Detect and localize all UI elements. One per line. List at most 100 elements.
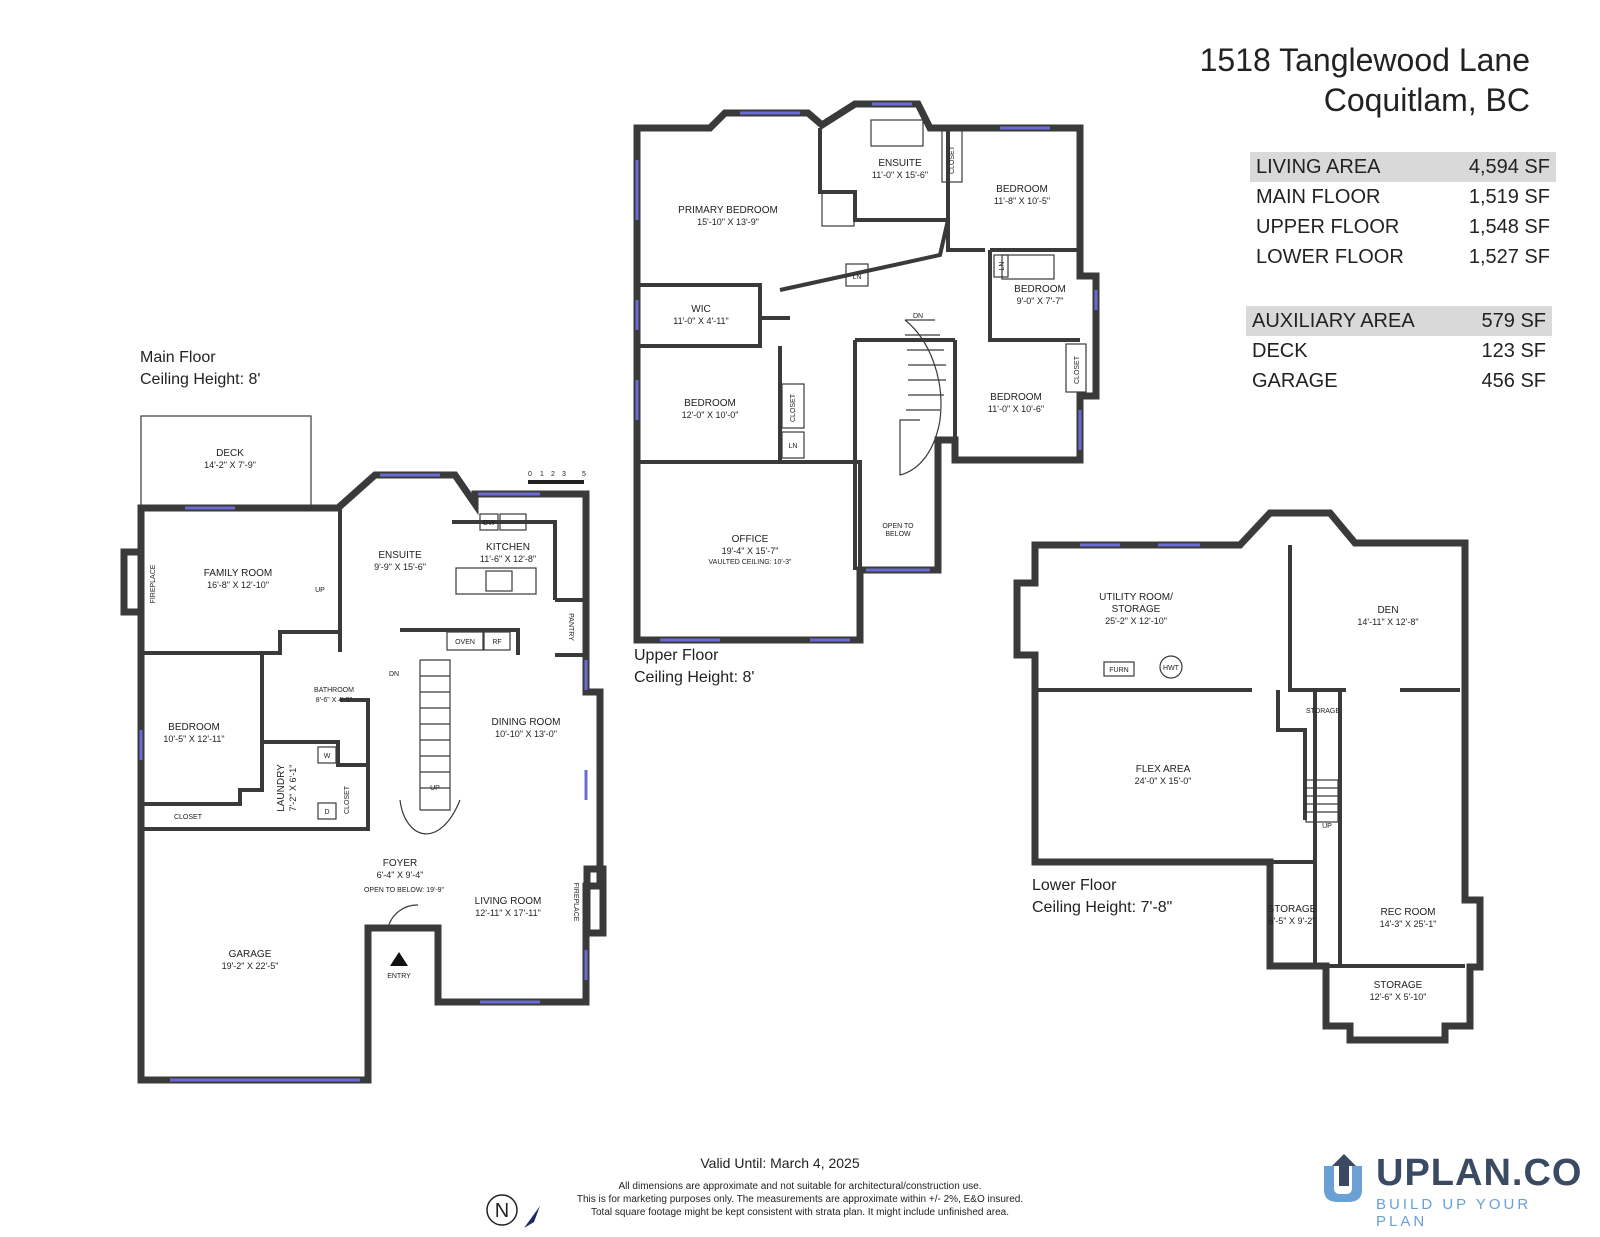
kitchen-island [455, 567, 537, 595]
main-floor-title: Main Floor [140, 349, 216, 366]
uplan-logo-icon [1324, 1154, 1362, 1202]
deck-label: DECK [216, 448, 244, 459]
entry-arrow-icon [390, 952, 408, 966]
main-closet-label: CLOSET [174, 814, 203, 821]
upper-ln-box [845, 263, 869, 287]
lower-floor-ceiling: Ceiling Height: 7'-8" [1032, 899, 1172, 916]
dining-room-label: DINING ROOM [492, 717, 561, 728]
oven-label: OVEN [455, 639, 475, 646]
upper-floor-area-row: UPPER FLOOR 1,548 SF [1256, 216, 1550, 238]
auxiliary-area-header: AUXILIARY AREA 579 SF [1246, 306, 1552, 336]
svg-text:2: 2 [551, 471, 555, 478]
stair-storage-label: STORAGE [1306, 708, 1340, 715]
svg-text:0: 0 [528, 471, 532, 478]
main-bedroom-dim: 10'-5" X 12'-11" [163, 734, 224, 744]
main-dn-label: DN [389, 671, 399, 678]
lower-floor-exterior-wall [1013, 509, 1484, 1044]
lower-floor-plan: Lower Floor Ceiling Height: 7'-8" UTILIT… [1013, 509, 1484, 1044]
address-line2: Coquitlam, BC [1323, 82, 1530, 118]
oven-box [446, 631, 484, 651]
bed4-closet-box [1065, 343, 1087, 393]
open-to-label: OPEN TO [882, 523, 914, 530]
main-interior-walls [141, 508, 586, 831]
washer-label: W [324, 753, 331, 760]
upper-bath-ln-label: LN [999, 262, 1006, 271]
foyer-dim: 6'-4" X 9'-4" [377, 870, 424, 880]
svg-text:N: N [495, 1200, 509, 1222]
upper-ensuite-shower [821, 191, 855, 227]
bathroom-label: BATHROOM [314, 687, 354, 694]
living-area-table: LIVING AREA 4,594 SF MAIN FLOOR 1,519 SF… [1250, 152, 1556, 272]
family-fireplace-label: FIREPLACE [150, 564, 157, 603]
lower-interior-walls [1035, 545, 1465, 968]
water-heater-icon [1159, 655, 1183, 679]
bathroom-dim: 8'-6" X 4'-5" [316, 697, 353, 704]
family-room-label: FAMILY ROOM [204, 568, 273, 579]
bed4-closet-label: CLOSET [1074, 355, 1081, 384]
ensuite-closet-label: CLOSET [949, 145, 956, 174]
furnace-label: FURN [1109, 667, 1128, 674]
uplan-logo: UPLAN.CO BUILD UP YOUR PLAN [1318, 1152, 1581, 1230]
upper-bedroom4-label: BEDROOM [990, 392, 1042, 403]
office-label: OFFICE [732, 534, 769, 545]
kitchen-dim: 11'-6" X 12'-8" [480, 554, 536, 564]
family-fireplace [120, 548, 145, 616]
dishwasher-label: DW [483, 520, 495, 527]
lower-floor-title: Lower Floor [1032, 877, 1117, 894]
living-fireplace-label: FIREPLACE [572, 883, 579, 922]
upper-bedroom3-dim: 12'-0" X 10'-0" [682, 410, 739, 420]
address-line1: 1518 Tanglewood Lane [1199, 42, 1530, 78]
kitchen-label: KITCHEN [486, 542, 530, 553]
upper-bedroom1-dim: 11'-8" X 10'-5" [994, 196, 1050, 206]
upper-bedroom4-dim: 11'-0" X 10'-6" [988, 404, 1044, 414]
main-ensuite-label: ENSUITE [378, 550, 422, 561]
svg-text:3: 3 [562, 471, 566, 478]
main-floor-windows [139, 473, 588, 1082]
upper-bedroom1-label: BEDROOM [996, 184, 1048, 195]
garage-dim: 19'-2" X 22'-5" [222, 961, 279, 971]
rec-room-dim: 14'-3" X 25'-1" [1380, 919, 1437, 929]
deck-dim: 14'-2" X 7'-9" [204, 460, 256, 470]
washer-box [317, 746, 337, 764]
main-up-label: UP [430, 785, 440, 792]
bed3-ln-label: LN [789, 443, 798, 450]
fridge-label: RF [492, 639, 501, 646]
family-room-dim: 16'-8" X 12'-10" [207, 580, 269, 590]
garage-label: GARAGE [229, 949, 272, 960]
lower-floor-area-row: LOWER FLOOR 1,527 SF [1256, 246, 1550, 268]
bed3-closet-box [781, 383, 805, 429]
main-floor-area-row: MAIN FLOOR 1,519 SF [1256, 186, 1550, 208]
upper-ensuite-dim: 11'-0" X 15'-6" [872, 170, 928, 180]
living-room-dim: 12'-11" X 17'-11" [475, 908, 541, 918]
utility-label-2: STORAGE [1112, 604, 1161, 615]
below-label: BELOW [885, 531, 911, 538]
main-floor-ceiling: Ceiling Height: 8' [140, 371, 260, 388]
foyer-label: FOYER [383, 858, 417, 869]
utility-dim: 25'-2" X 12'-10" [1105, 616, 1167, 626]
upper-floor-plan: Upper Floor Ceiling Height: 8' PRIMAR [633, 100, 1100, 686]
address-block: 1518 Tanglewood Lane Coquitlam, BC [1200, 40, 1530, 120]
rec-room-label: REC ROOM [1381, 907, 1436, 918]
entry-door[interactable] [387, 904, 420, 929]
upper-bath-tub [1001, 254, 1055, 280]
storage2-label: STORAGE [1374, 980, 1423, 991]
valid-until: Valid Until: March 4, 2025 [700, 1155, 860, 1171]
laundry-closet-label: CLOSET [344, 785, 351, 814]
living-room-label: LIVING ROOM [475, 896, 542, 907]
entry-label: ENTRY [387, 973, 411, 980]
cooktop [485, 570, 513, 592]
office-dim: 19'-4" X 15'-7" [722, 546, 779, 556]
lower-stairs [1305, 779, 1339, 823]
primary-bedroom-dim: 15'-10" X 13'-9" [697, 217, 759, 227]
upper-floor-ceiling: Ceiling Height: 8' [634, 669, 754, 686]
deck-area-row: DECK 123 SF [1252, 340, 1546, 362]
storage1-dim: 6'-5" X 9'-2" [1269, 916, 1316, 926]
main-floor-plan: Main Floor Ceiling Height: 8' [120, 349, 607, 1084]
logo-name: UPLAN.CO [1376, 1152, 1583, 1194]
upper-floor-title: Upper Floor [634, 647, 719, 664]
office-note: VAULTED CEILING: 10'-3" [709, 559, 792, 566]
upper-ln-label: LN [853, 274, 862, 281]
living-area-header: LIVING AREA 4,594 SF [1250, 152, 1556, 182]
auxiliary-area-table: AUXILIARY AREA 579 SF DECK 123 SF GARAGE… [1246, 306, 1552, 396]
